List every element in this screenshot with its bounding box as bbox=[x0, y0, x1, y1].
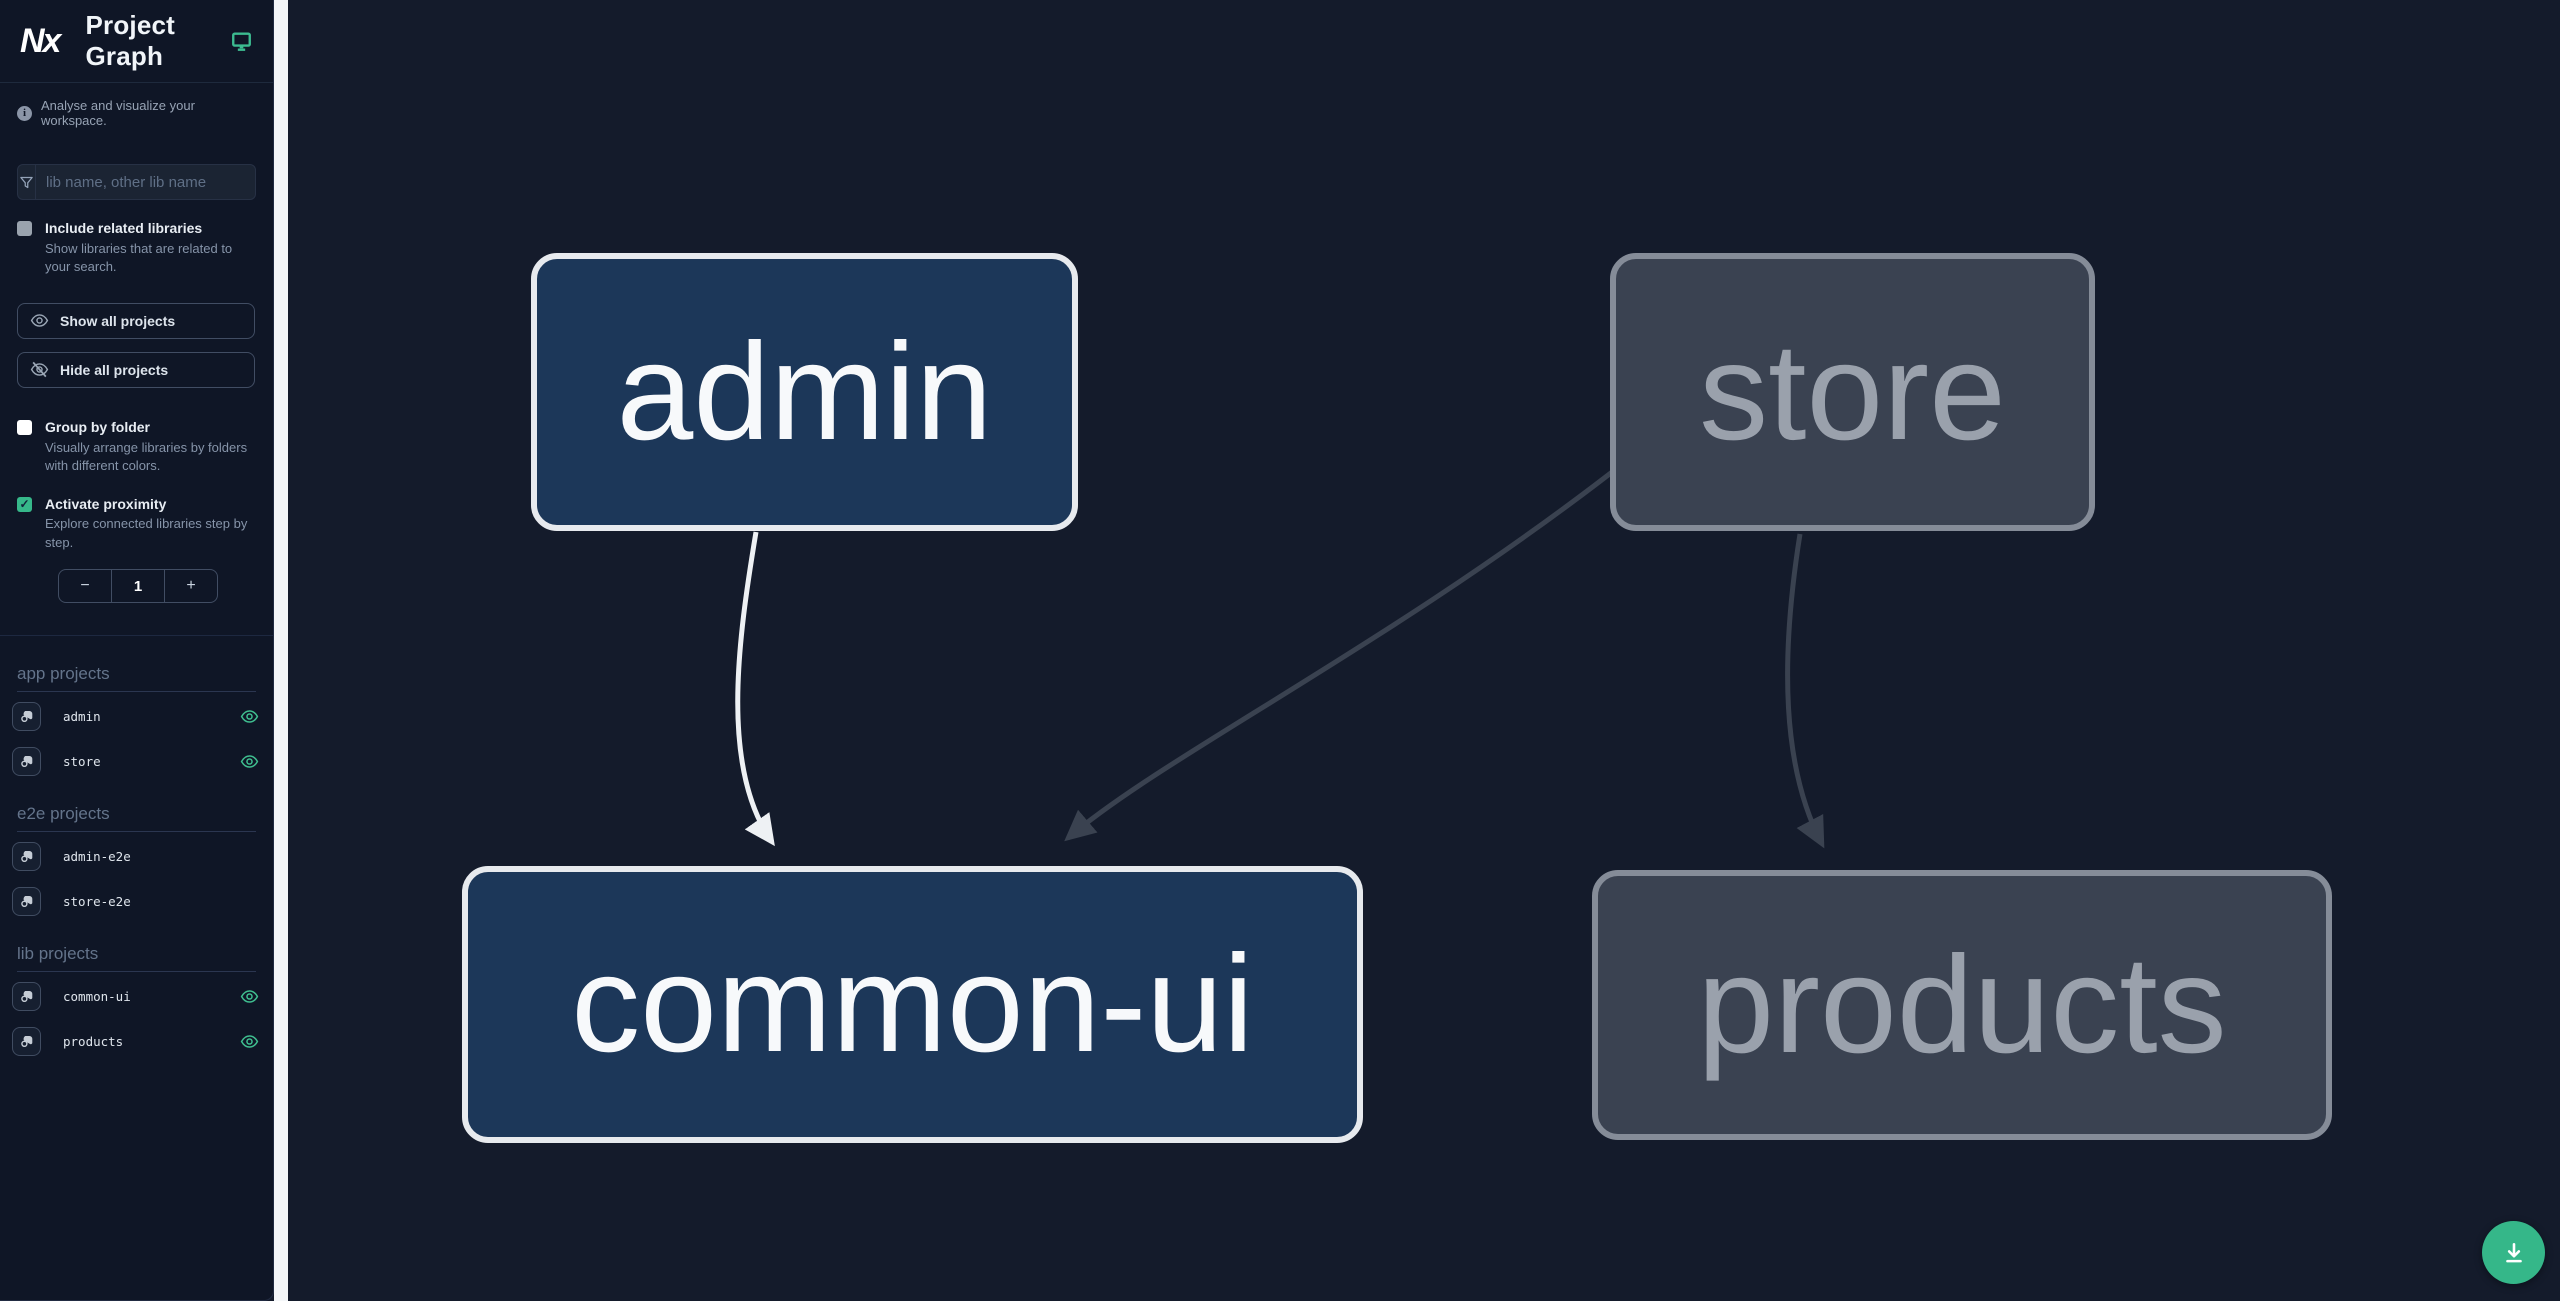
download-icon bbox=[2505, 1242, 2522, 1262]
project-row-products: products bbox=[0, 1020, 273, 1062]
project-name: store-e2e bbox=[63, 893, 131, 909]
node-label: common-ui bbox=[571, 927, 1254, 1081]
project-row-admin: admin bbox=[0, 695, 273, 737]
focus-project-button[interactable] bbox=[12, 746, 41, 776]
project-name: store bbox=[63, 753, 101, 769]
tagline: i Analyse and visualize your workspace. bbox=[17, 98, 256, 128]
project-name: products bbox=[63, 1033, 124, 1049]
focus-icon bbox=[20, 851, 32, 863]
sidebar-resizer-handle[interactable] bbox=[274, 0, 288, 1301]
project-visible-eye-icon[interactable] bbox=[240, 987, 259, 1006]
project-row-admin-e2e: admin-e2e bbox=[0, 835, 273, 877]
focus-project-button[interactable] bbox=[12, 981, 41, 1011]
graph-node-products[interactable]: products bbox=[1592, 870, 2332, 1140]
focus-icon bbox=[20, 1036, 32, 1048]
hide-all-projects-button[interactable]: Hide all projects bbox=[17, 351, 255, 388]
hide-all-projects-label: Hide all projects bbox=[60, 361, 169, 378]
option-group-by-folder[interactable]: Group by folder Visually arrange librari… bbox=[17, 418, 256, 476]
focus-icon bbox=[20, 711, 32, 723]
checkbox-activate-proximity[interactable]: ✓ bbox=[17, 496, 32, 512]
graph-node-store[interactable]: store bbox=[1610, 253, 2095, 531]
project-row-common-ui: common-ui bbox=[0, 975, 273, 1017]
option-label: Activate proximity bbox=[45, 495, 167, 512]
node-label: admin bbox=[616, 314, 993, 469]
info-icon: i bbox=[17, 105, 32, 121]
project-name: admin bbox=[63, 708, 101, 724]
checkbox-group-by-folder[interactable] bbox=[17, 419, 32, 435]
section-app-projects: app projects admin bbox=[0, 664, 273, 782]
section-title: lib projects bbox=[17, 944, 256, 973]
proximity-increment-button[interactable]: + bbox=[164, 570, 217, 603]
focus-icon bbox=[20, 756, 32, 768]
project-name: common-ui bbox=[63, 988, 131, 1004]
graph-node-common-ui[interactable]: common-ui bbox=[462, 866, 1363, 1143]
focus-project-button[interactable] bbox=[12, 701, 41, 731]
graph-node-admin[interactable]: admin bbox=[531, 253, 1078, 531]
node-label: products bbox=[1697, 927, 2227, 1082]
focus-project-button[interactable] bbox=[12, 841, 41, 871]
eye-off-icon bbox=[30, 360, 49, 379]
eye-icon bbox=[30, 311, 49, 330]
show-all-projects-label: Show all projects bbox=[60, 312, 176, 329]
focus-project-button[interactable] bbox=[12, 1026, 41, 1056]
project-visible-eye-icon[interactable] bbox=[240, 1032, 259, 1051]
project-row-store: store bbox=[0, 740, 273, 782]
section-e2e-projects: e2e projects admin-e2e store-e2 bbox=[0, 804, 273, 922]
node-label: store bbox=[1699, 314, 2006, 469]
project-name: admin-e2e bbox=[63, 848, 131, 864]
sidebar-header: Nx Project Graph bbox=[0, 0, 273, 83]
option-description: Visually arrange libraries by folders wi… bbox=[45, 439, 248, 474]
project-visible-eye-icon[interactable] bbox=[240, 752, 259, 771]
search-input[interactable] bbox=[36, 165, 255, 199]
section-lib-projects: lib projects common-ui bbox=[0, 944, 273, 1062]
show-all-projects-button[interactable]: Show all projects bbox=[17, 302, 255, 339]
section-title: app projects bbox=[17, 664, 256, 693]
option-include-related[interactable]: Include related libraries Show libraries… bbox=[17, 219, 256, 277]
option-description: Show libraries that are related to your … bbox=[45, 240, 233, 275]
section-title: e2e projects bbox=[17, 804, 256, 833]
sidebar: Nx Project Graph i Analyse and visualize… bbox=[0, 0, 274, 1301]
filter-icon bbox=[18, 165, 36, 199]
checkbox-include-related[interactable] bbox=[17, 221, 32, 236]
page-title: Project Graph bbox=[85, 10, 176, 71]
option-description: Explore connected libraries step by step… bbox=[45, 516, 248, 550]
proximity-stepper: − 1 + bbox=[58, 569, 218, 604]
project-row-store-e2e: store-e2e bbox=[0, 880, 273, 922]
proximity-value: 1 bbox=[133, 577, 143, 595]
tagline-text: Analyse and visualize your workspace. bbox=[41, 98, 195, 128]
option-label: Include related libraries bbox=[45, 220, 203, 236]
option-activate-proximity[interactable]: ✓ Activate proximity Explore connected l… bbox=[17, 495, 256, 553]
proximity-decrement-button[interactable]: − bbox=[59, 570, 112, 603]
focus-icon bbox=[20, 896, 32, 908]
focus-icon bbox=[20, 991, 32, 1003]
project-lists: app projects admin bbox=[0, 635, 273, 1062]
focus-project-button[interactable] bbox=[12, 886, 41, 916]
nx-logo: Nx bbox=[20, 21, 61, 60]
project-visible-eye-icon[interactable] bbox=[240, 707, 259, 726]
option-label: Group by folder bbox=[45, 418, 150, 435]
search-box bbox=[17, 164, 256, 200]
monitor-icon[interactable] bbox=[230, 30, 253, 52]
download-graph-button[interactable] bbox=[2482, 1221, 2545, 1284]
